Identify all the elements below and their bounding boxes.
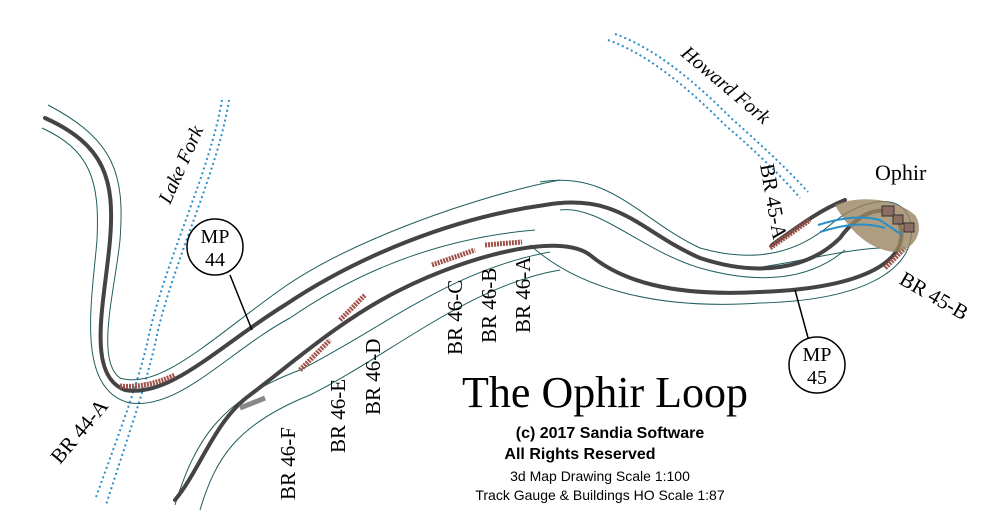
bridge-br46e (298, 338, 332, 372)
bridge-label-br46b: BR 46-B (477, 268, 501, 343)
lake-fork-river (94, 99, 230, 506)
bridge-br46c (431, 247, 476, 268)
copyright-line: (c) 2017 Sandia Software (516, 425, 705, 442)
milepost-label: MP (201, 226, 230, 248)
rights-line: All Rights Reserved (504, 446, 655, 463)
bridge-label-br45a: BR 45-A (755, 162, 792, 242)
bridge-br46a (484, 239, 523, 248)
building (881, 205, 895, 217)
milepost-leaders (229, 274, 811, 346)
river-label-howard-fork: Howard Fork (676, 41, 775, 129)
bridge-label-br46f: BR 46-F (276, 427, 300, 500)
bridge-label-br46e: BR 46-E (326, 379, 350, 453)
map-title: The Ophir Loop (462, 368, 748, 417)
town-label-ophir: Ophir (875, 160, 927, 185)
bridge-label-br45b: BR 45-B (896, 267, 973, 325)
milepost-number: 44 (205, 249, 225, 271)
milepost-number: 45 (807, 367, 827, 389)
ophir-town (817, 199, 919, 252)
track-scale-note: Track Gauge & Buildings HO Scale 1:87 (475, 487, 724, 503)
howard-fork-river (607, 33, 809, 199)
bridge-label-br46d: BR 46-D (361, 339, 385, 415)
bridge-br45a (768, 217, 812, 251)
bridge-label-br44a: BR 44-A (45, 394, 113, 469)
milepost-mp45: MP 45 (788, 336, 846, 394)
bridge-label-br46a: BR 46-A (511, 256, 535, 333)
bridge-br46f (239, 395, 266, 411)
building (903, 222, 915, 233)
milepost-mp44: MP 44 (186, 218, 244, 276)
bridge-label-br46c: BR 46-C (443, 280, 467, 355)
bridge-br45b (883, 246, 907, 270)
river-label-lake-fork: Lake Fork (154, 121, 209, 207)
milepost-label: MP (803, 344, 832, 366)
building (892, 214, 904, 225)
bridge-segments (119, 217, 907, 389)
map-scale-note: 3d Map Drawing Scale 1:100 (510, 468, 690, 484)
bridge-br44a (119, 372, 177, 389)
